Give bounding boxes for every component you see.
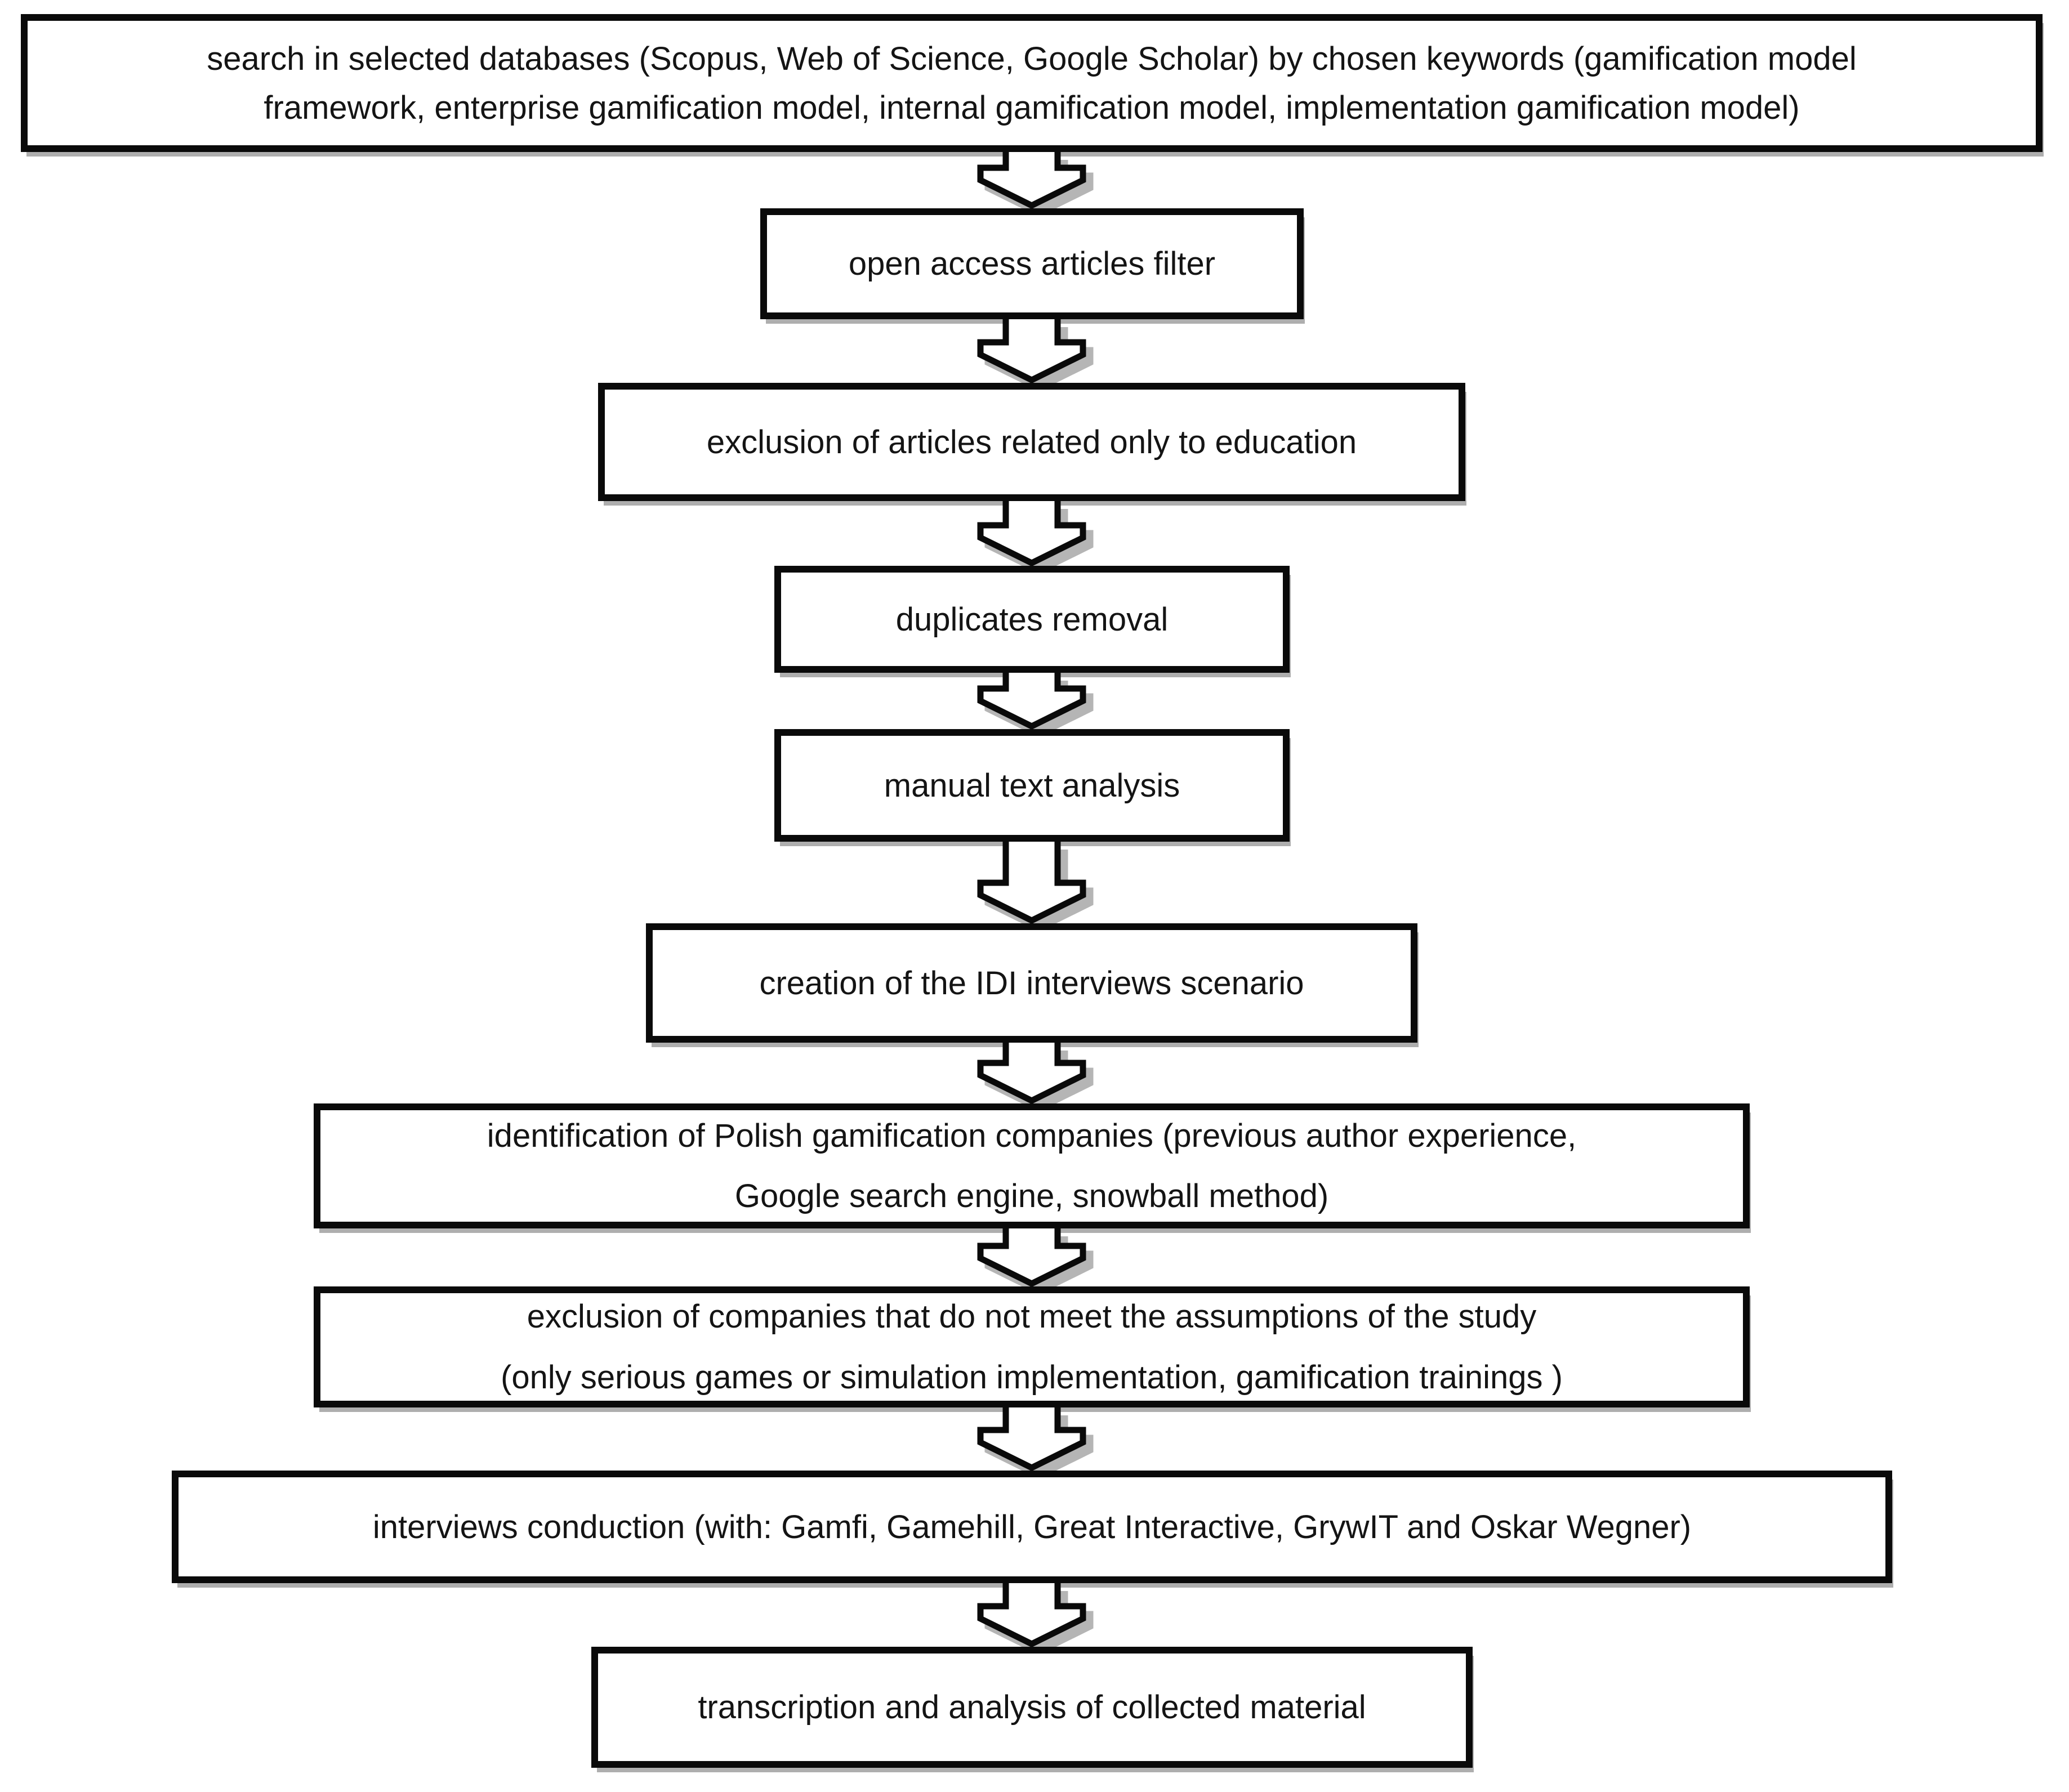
step-box-database-search: search in selected databases (Scopus, We… [21, 14, 2043, 152]
step-text-line: exclusion of articles related only to ed… [706, 423, 1357, 461]
step-box-education-exclusion: exclusion of articles related only to ed… [598, 383, 1465, 501]
step-text: search in selected databases (Scopus, We… [28, 34, 2036, 132]
step-text: exclusion of articles related only to ed… [605, 418, 1459, 467]
down-arrow-icon [977, 319, 1086, 384]
step-text: duplicates removal [781, 595, 1283, 644]
down-arrow-icon [977, 1583, 1086, 1648]
step-box-manual-text-analysis: manual text analysis [774, 729, 1290, 842]
step-text-line: open access articles filter [848, 245, 1216, 282]
down-arrow-icon [977, 673, 1086, 730]
step-text: open access articles filter [767, 239, 1297, 288]
step-text-line: duplicates removal [895, 601, 1169, 638]
step-text: identification of Polish gamification co… [320, 1106, 1743, 1227]
step-text-line: transcription and analysis of collected … [698, 1689, 1366, 1726]
step-text-line: Google search engine, snowball method) [734, 1178, 1329, 1214]
step-text-line: exclusion of companies that do not meet … [527, 1298, 1537, 1335]
step-box-transcription-analysis: transcription and analysis of collected … [591, 1647, 1473, 1768]
step-text: manual text analysis [781, 761, 1283, 810]
step-text-line: search in selected databases (Scopus, We… [207, 40, 1857, 77]
down-arrow-icon [977, 1407, 1086, 1472]
step-box-open-access-filter: open access articles filter [760, 208, 1304, 319]
step-text: creation of the IDI interviews scenario [653, 959, 1411, 1008]
down-arrow-icon [977, 501, 1086, 567]
down-arrow-icon [977, 1228, 1086, 1288]
step-box-duplicates-removal: duplicates removal [774, 566, 1290, 673]
step-box-idi-scenario-creation: creation of the IDI interviews scenario [646, 923, 1417, 1043]
step-box-interviews-conduction: interviews conduction (with: Gamfi, Game… [172, 1471, 1892, 1583]
step-text: exclusion of companies that do not meet … [320, 1286, 1743, 1407]
step-text-line: manual text analysis [884, 767, 1180, 804]
step-text-line: creation of the IDI interviews scenario [759, 964, 1304, 1002]
step-text-line: (only serious games or simulation implem… [501, 1358, 1563, 1396]
down-arrow-icon [977, 1043, 1086, 1105]
step-text: interviews conduction (with: Gamfi, Game… [179, 1503, 1885, 1552]
step-text-line: framework, enterprise gamification model… [264, 89, 1800, 126]
down-arrow-icon [977, 152, 1086, 209]
step-box-company-exclusion: exclusion of companies that do not meet … [314, 1286, 1750, 1407]
step-text-line: identification of Polish gamification co… [487, 1117, 1577, 1154]
down-arrow-icon [977, 842, 1086, 924]
step-box-company-identification: identification of Polish gamification co… [314, 1103, 1750, 1228]
step-text: transcription and analysis of collected … [598, 1683, 1466, 1732]
step-text-line: interviews conduction (with: Gamfi, Game… [372, 1508, 1692, 1545]
